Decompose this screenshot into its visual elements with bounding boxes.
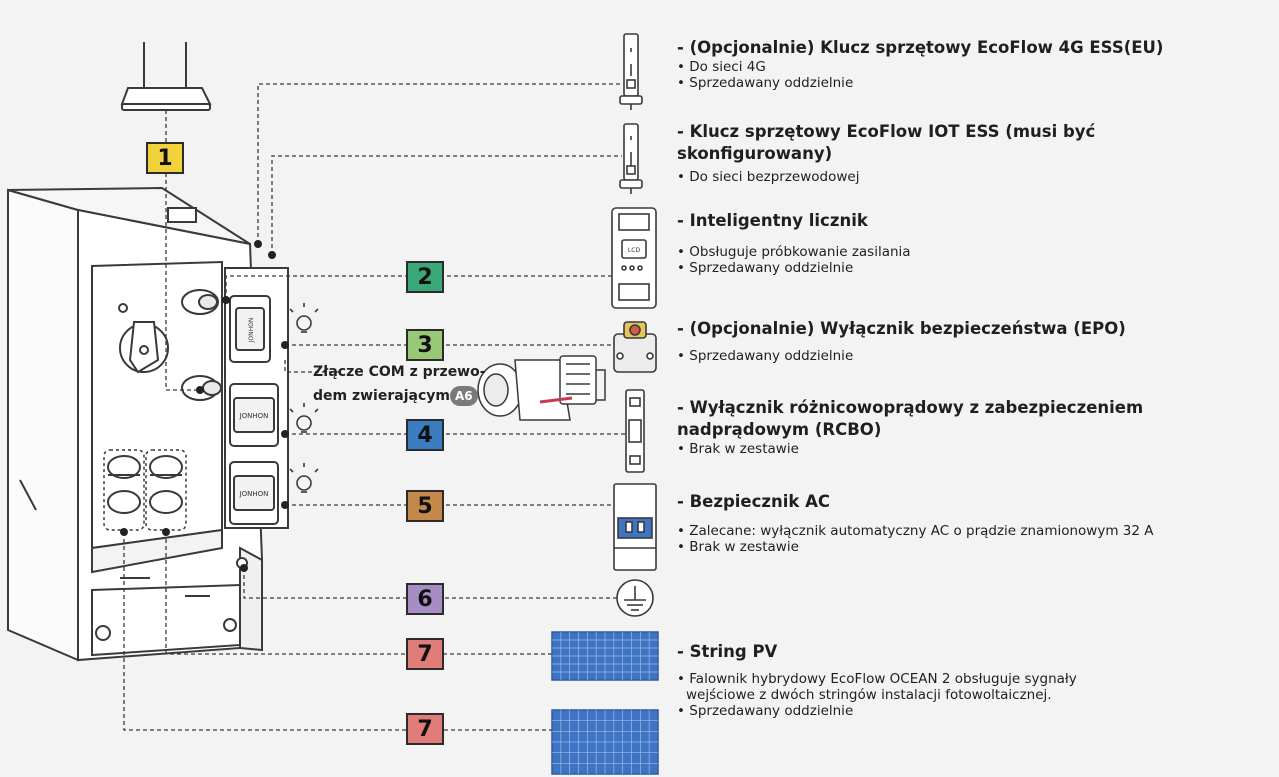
rcbo-icon — [625, 389, 645, 473]
pv-panel-icon — [551, 631, 659, 681]
badge-4: 4 — [406, 419, 444, 451]
ground-icon — [616, 579, 654, 617]
pv-panel-icon — [551, 709, 659, 775]
com-connector-icon — [477, 355, 606, 421]
device-title: - Wyłącznik różnicowoprądowy z zabezpiec… — [677, 398, 1144, 417]
device-title: - Bezpiecznik AC — [677, 492, 831, 511]
badge-5: 5 — [406, 490, 444, 522]
device-bullet: Obsługuje próbkowanie zasilania — [677, 244, 910, 260]
device-smart-meter: - Inteligentny licznik Obsługuje próbkow… — [677, 210, 911, 276]
pv-connectors — [107, 455, 183, 514]
com-label-line1: Złącze COM z przewo- — [313, 364, 486, 380]
badge-3: 3 — [406, 329, 444, 361]
device-rcbo: - Wyłącznik różnicowoprądowy z zabezpiec… — [677, 397, 1143, 457]
epo-switch-icon — [613, 321, 657, 373]
badge-7b: 7 — [406, 713, 444, 745]
panel-label-2: JONHON — [239, 412, 269, 420]
device-bullet: Brak w zestawie — [677, 539, 1153, 555]
router-icon — [120, 42, 212, 111]
device-string-pv: - String PV Falownik hybrydowy EcoFlow O… — [677, 641, 1077, 719]
indicator-bulb-icon — [289, 303, 319, 493]
device-bullet: Do sieci 4G — [677, 59, 1163, 75]
device-title: - Klucz sprzętowy EcoFlow IOT ESS (musi … — [677, 122, 1096, 141]
device-bullet: Falownik hybrydowy EcoFlow OCEAN 2 obsłu… — [677, 671, 1076, 687]
device-bullet: Sprzedawany oddzielnie — [677, 260, 911, 276]
device-title: - Inteligentny licznik — [677, 211, 868, 230]
badge-6: 6 — [406, 583, 444, 615]
device-title-cont: skonfigurowany) — [677, 144, 833, 163]
badge-2: 2 — [406, 261, 444, 293]
device-title: - String PV — [677, 642, 778, 661]
device-bullet-cont: wejściowe z dwóch stringów instalacji fo… — [686, 687, 1052, 703]
a6-tag: A6 — [449, 386, 478, 406]
panel-label-1: JONHON — [248, 318, 255, 344]
device-bullet: Brak w zestawie — [677, 441, 1143, 457]
device-bullet: Zalecane: wyłącznik automatyczny AC o pr… — [677, 523, 1153, 539]
connection-endpoints — [120, 240, 289, 572]
device-bullet: Sprzedawany oddzielnie — [677, 703, 1077, 719]
panel-label-3: JONHON — [239, 490, 269, 498]
badge-1: 1 — [146, 142, 184, 174]
badge-7: 7 — [406, 638, 444, 670]
device-4g-dongle: - (Opcjonalnie) Klucz sprzętowy EcoFlow … — [677, 37, 1163, 91]
rotary-switch-icon — [119, 321, 169, 374]
device-iot-dongle: - Klucz sprzętowy EcoFlow IOT ESS (musi … — [677, 121, 1095, 185]
device-title-cont: nadprądowym (RCBO) — [677, 420, 882, 439]
device-title: - (Opcjonalnie) Klucz sprzętowy EcoFlow … — [677, 38, 1164, 57]
dongle-4g-icon — [619, 33, 643, 110]
device-epo: - (Opcjonalnie) Wyłącznik bezpieczeństwa… — [677, 318, 1126, 364]
meter-screen-label: LCD — [628, 247, 641, 254]
connector-blocks — [229, 295, 279, 525]
device-bullet: Sprzedawany oddzielnie — [677, 75, 1163, 91]
device-bullet: Do sieci bezprzewodowej — [677, 169, 1095, 185]
smart-meter-icon — [611, 207, 657, 309]
device-title: - (Opcjonalnie) Wyłącznik bezpieczeństwa… — [677, 319, 1126, 338]
device-bullet: Sprzedawany oddzielnie — [677, 348, 1126, 364]
device-ac-fuse: - Bezpiecznik AC Zalecane: wyłącznik aut… — [677, 491, 1153, 555]
dongle-iot-icon — [619, 123, 643, 194]
ac-fuse-icon — [613, 483, 657, 571]
